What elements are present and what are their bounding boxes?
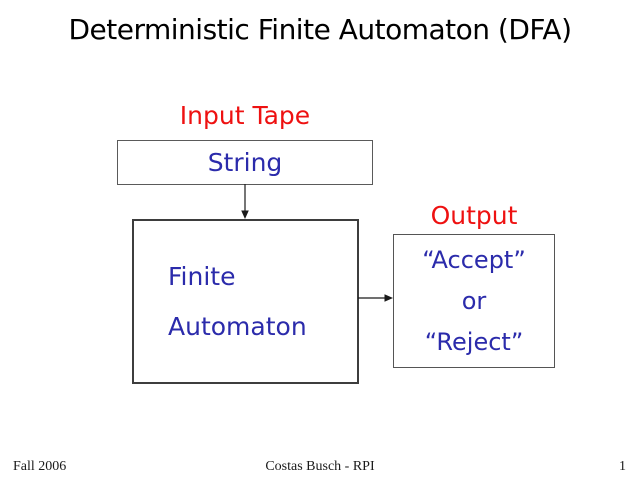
input-tape-label: Input Tape [179,101,311,130]
output-box: “Accept” or “Reject” [393,234,555,368]
footer-author: Costas Busch - RPI [265,459,375,474]
string-box: String [117,140,373,185]
output-label: Output [430,201,518,230]
footer-page-number: 1 [619,459,626,474]
finite-automaton-line-2: Automaton [168,311,307,341]
slide-title: Deterministic Finite Automaton (DFA) [68,13,572,46]
string-to-automaton-arrow-icon [241,184,249,219]
output-box-line-accept: “Accept” [422,245,526,274]
string-box-label: String [207,148,283,177]
output-box-line-or: or [461,286,487,315]
automaton-to-output-arrow-icon [358,294,393,302]
footer-date: Fall 2006 [13,459,67,474]
finite-automaton-line-1: Finite [168,261,236,291]
output-box-line-reject: “Reject” [424,327,524,356]
finite-automaton-box: Finite Automaton [132,219,359,384]
